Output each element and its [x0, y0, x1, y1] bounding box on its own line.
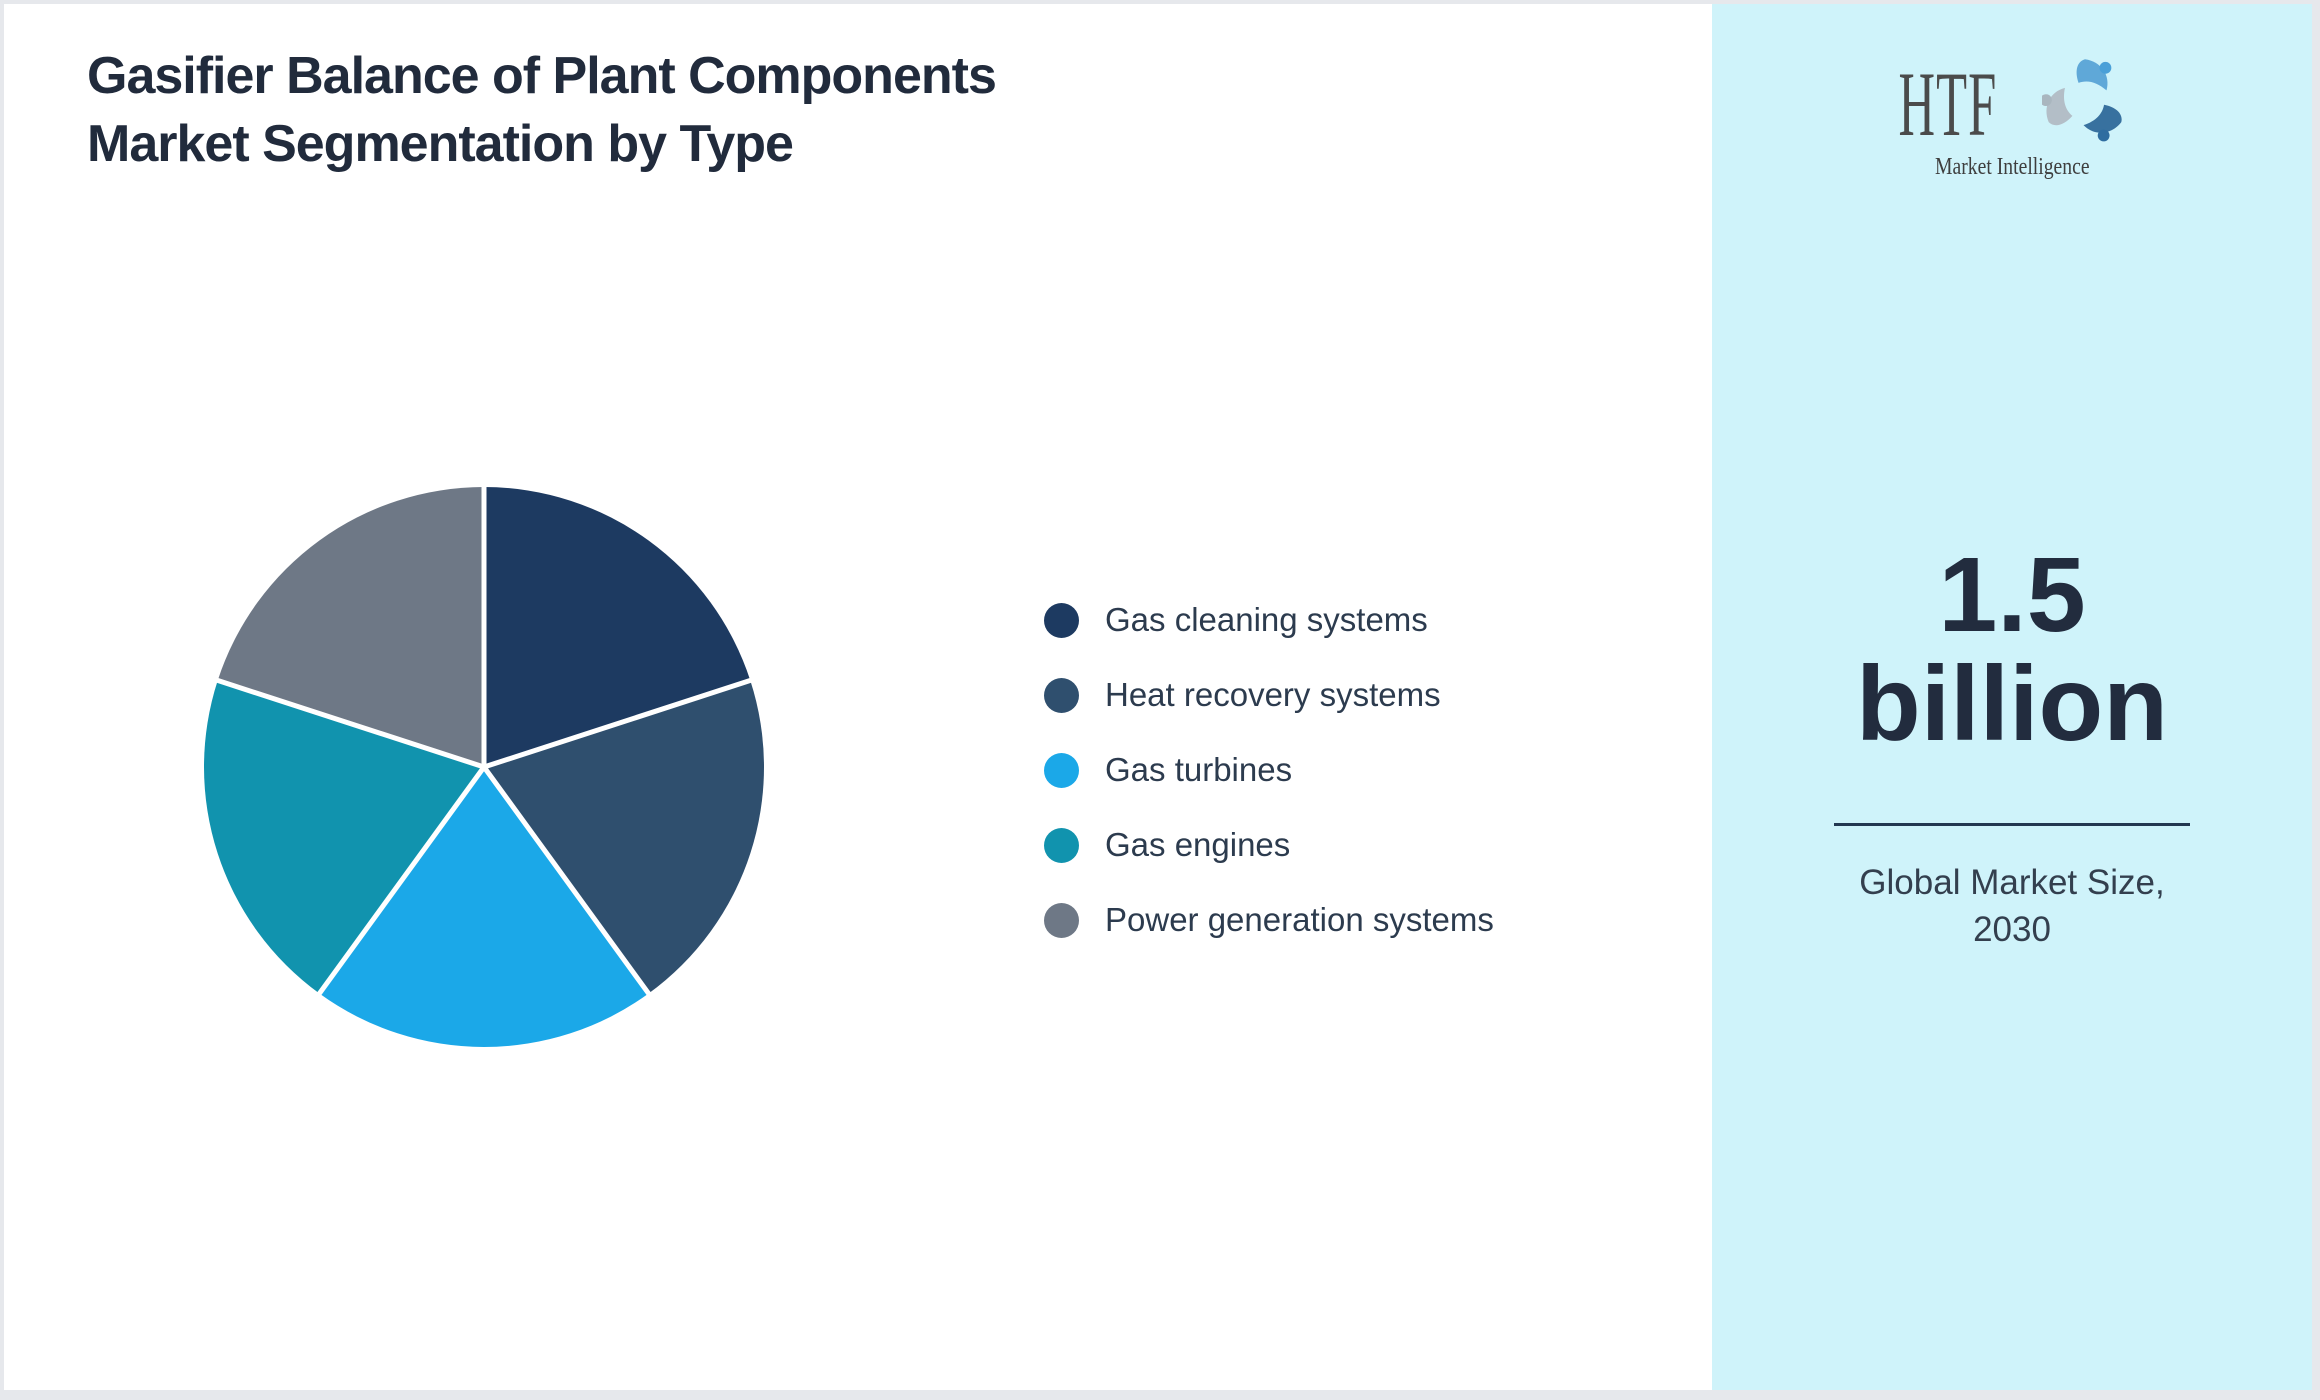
legend-item: Gas cleaning systems [1044, 601, 1494, 638]
legend-item: Gas turbines [1044, 751, 1494, 788]
chart-title: Gasifier Balance of Plant Components Mar… [87, 47, 997, 173]
infographic-frame: Gasifier Balance of Plant Components Mar… [4, 4, 2312, 1390]
slice-separator [215, 677, 485, 770]
legend-label: Gas turbines [1105, 751, 1293, 788]
market-size-block: 1.5 billion Global Market Size, 2030 [1834, 541, 2190, 953]
legend-item: Gas engines [1044, 826, 1494, 863]
brand-swirl-icon [2041, 59, 2122, 142]
pie-slice-gas-engines [203, 680, 484, 994]
slice-separator [483, 677, 753, 770]
legend-item: Power generation systems [1044, 901, 1494, 938]
chart-panel: Gasifier Balance of Plant Components Mar… [4, 4, 1712, 1390]
slice-separator [481, 765, 652, 996]
legend-swatch [1044, 827, 1079, 863]
slice-separator [316, 765, 487, 996]
legend-label: Heat recovery systems [1105, 676, 1441, 713]
legend-label: Power generation systems [1105, 901, 1494, 938]
legend-swatch [1044, 602, 1079, 638]
legend-swatch [1044, 752, 1079, 788]
legend-swatch [1044, 677, 1079, 713]
pie-slice-gas-turbines [319, 767, 649, 1047]
legend-label: Gas engines [1105, 826, 1291, 863]
market-size-caption: Global Market Size, 2030 [1859, 863, 2165, 949]
brand-logo: HTF Market Intelligence [1896, 56, 2128, 181]
brand-logo-subtext: Market Intelligence [1934, 154, 2090, 180]
pie-chart [203, 486, 764, 1047]
pie-slice-power-generation-systems [217, 487, 485, 767]
legend-swatch [1044, 902, 1079, 938]
pie-slice-gas-cleaning-systems [484, 487, 751, 767]
pie-slice-heat-recovery-systems [484, 680, 764, 994]
market-size-unit: billion [1855, 645, 2169, 763]
divider [1834, 823, 2190, 826]
legend-item: Heat recovery systems [1044, 676, 1494, 713]
market-size-number: 1.5 [1938, 536, 2086, 654]
brand-logo-text: HTF [1898, 53, 1998, 155]
brand-logo-row: HTF [1896, 56, 2128, 152]
legend-label: Gas cleaning systems [1105, 601, 1428, 638]
sidebar: HTF Market Intelligence [1712, 4, 2312, 1390]
market-size-value: 1.5 billion [1856, 541, 2168, 759]
